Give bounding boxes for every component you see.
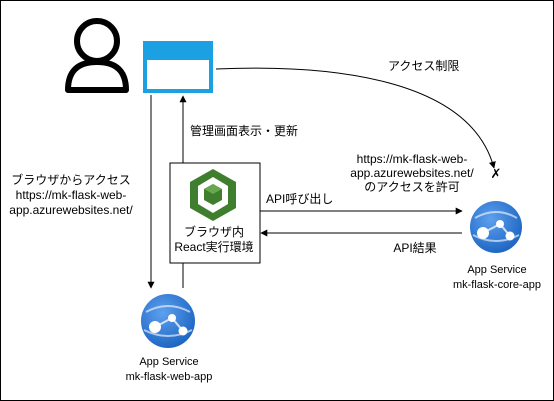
api-result-label: API結果 [393,241,436,255]
react-cube-icon [190,169,236,221]
web-app-label-line2: mk-flask-web-app [126,371,213,383]
core-app-label-line1: App Service [467,264,526,276]
react-runtime-box: ブラウザ内 React実行環境 [169,162,261,264]
allow-label-line3: のアクセスを許可 [364,180,459,194]
browser-access-label-line1: ブラウザからアクセス [11,172,130,187]
blocked-mark: ✗ [491,166,502,181]
user-icon [65,18,129,93]
access-restriction-arrow [215,67,496,169]
web-app-label-line1: App Service [139,356,198,368]
browser-access-label-line3: app.azurewebsites.net/ [9,203,133,217]
browser-window-icon [143,41,213,93]
allow-label-line1: https://mk-flask-web- [357,152,468,166]
browser-access-label-line2: https://mk-flask-web- [16,188,127,202]
core-app-label-line2: mk-flask-core-app [453,279,541,291]
api-call-label: API呼び出し [266,192,333,206]
access-restriction-label: アクセス制限 [388,59,459,73]
admin-display-label: 管理画面表示・更新 [190,123,298,138]
app-service-icon [141,294,195,348]
allow-label-line2: app.azurewebsites.net/ [350,166,474,180]
react-box-label-line2: React実行環境 [174,239,253,254]
react-box-label-line1: ブラウザ内 [184,224,244,239]
app-service-icon [470,201,522,253]
